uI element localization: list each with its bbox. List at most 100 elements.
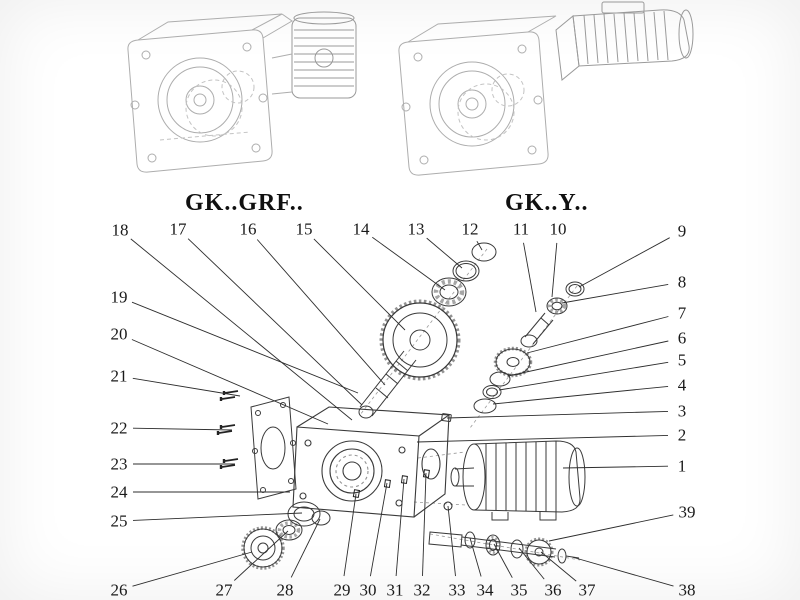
- callout-13: 13: [407, 219, 425, 239]
- callout-10: 10: [549, 219, 567, 239]
- motor-drawing: [555, 1, 694, 81]
- callout-17: 17: [169, 219, 187, 239]
- callout-2: 2: [677, 425, 687, 445]
- seal-ring-9: [565, 281, 585, 297]
- bearing-35: [485, 534, 501, 556]
- gear-37: [524, 537, 554, 567]
- gearbox-drawing-grf: [127, 11, 357, 173]
- pinion-shaft-11: [520, 312, 554, 348]
- leader-line-17: [187, 238, 363, 406]
- callout-8: 8: [677, 272, 687, 292]
- leader-line-38: [571, 556, 674, 587]
- callout-16: 16: [239, 219, 257, 239]
- leader-line-29: [343, 493, 357, 577]
- leader-line-21: [132, 377, 241, 397]
- leader-line-25: [132, 512, 303, 521]
- leader-line-32: [422, 472, 427, 577]
- callout-39: 39: [678, 502, 696, 522]
- callout-6: 6: [677, 328, 687, 348]
- callout-9: 9: [677, 221, 687, 241]
- gearbox-drawing-y: [398, 1, 694, 176]
- callout-14: 14: [352, 219, 370, 239]
- callout-18: 18: [111, 220, 129, 240]
- leader-line-16: [256, 239, 386, 386]
- gear-housing: [292, 406, 451, 518]
- callout-19: 19: [110, 287, 128, 307]
- leader-line-10: [551, 242, 558, 298]
- leader-line-28: [290, 518, 321, 578]
- leader-line-18: [130, 238, 353, 421]
- callout-36: 36: [544, 580, 562, 600]
- callout-23: 23: [110, 454, 128, 474]
- callout-33: 33: [448, 580, 466, 600]
- callout-12: 12: [461, 219, 479, 239]
- bevel-gear-7: [493, 346, 533, 378]
- bearing-14: [431, 277, 467, 307]
- model-label-grf: GK..GRF..: [185, 190, 304, 216]
- input-fin-block: [291, 11, 357, 99]
- bearing-8: [546, 297, 568, 315]
- leader-line-2: [416, 434, 669, 443]
- axis-lines: [359, 248, 581, 561]
- leader-line-22: [132, 427, 233, 431]
- callout-32: 32: [413, 580, 431, 600]
- washer-38: [557, 548, 567, 564]
- leader-line-30: [369, 482, 388, 577]
- snap-ring-12: [471, 242, 497, 262]
- callout-29: 29: [333, 580, 351, 600]
- callout-21: 21: [110, 366, 128, 386]
- leader-line-26: [132, 551, 253, 587]
- output-gear-26: [241, 526, 285, 570]
- callout-24: 24: [110, 482, 128, 502]
- leader-line-13: [426, 237, 463, 269]
- motor-1: [450, 440, 586, 521]
- leader-line-33: [447, 505, 456, 577]
- leader-line-27: [233, 530, 289, 581]
- leader-line-5: [498, 361, 669, 391]
- leader-line-36: [518, 547, 545, 580]
- model-label-y: GK..Y..: [505, 190, 589, 216]
- leader-line-15: [313, 238, 406, 331]
- leader-line-12: [476, 240, 483, 251]
- leader-line-1: [562, 465, 669, 469]
- leader-line-31: [395, 478, 405, 577]
- callout-26: 26: [110, 580, 128, 600]
- callout-3: 3: [677, 401, 687, 421]
- leader-line-19: [131, 301, 359, 394]
- callout-28: 28: [276, 580, 294, 600]
- bearing-5: [482, 385, 502, 399]
- leader-line-39: [548, 514, 674, 542]
- ring-13: [452, 260, 480, 282]
- leader-line-14: [372, 236, 446, 291]
- leader-line-6: [507, 340, 669, 377]
- callout-1: 1: [677, 456, 687, 476]
- callout-25: 25: [110, 511, 128, 531]
- callout-5: 5: [677, 350, 687, 370]
- leader-line-4: [492, 385, 669, 405]
- leader-line-35: [493, 543, 513, 578]
- callout-34: 34: [476, 580, 494, 600]
- callout-4: 4: [677, 375, 687, 395]
- leader-line-37: [540, 551, 577, 582]
- exploded-assembly: [216, 242, 586, 570]
- leader-line-9: [578, 237, 670, 288]
- callout-7: 7: [677, 303, 687, 323]
- callout-31: 31: [386, 580, 404, 600]
- callout-20: 20: [110, 324, 128, 344]
- callout-22: 22: [110, 418, 128, 438]
- leader-line-3: [446, 410, 669, 419]
- shim-4: [473, 398, 497, 414]
- callout-37: 37: [578, 580, 596, 600]
- ring-28: [311, 510, 331, 526]
- leader-line-7: [526, 316, 669, 354]
- leader-line-11: [523, 242, 537, 313]
- callout-15: 15: [295, 219, 313, 239]
- callout-38: 38: [678, 580, 696, 600]
- callout-35: 35: [510, 580, 528, 600]
- callout-11: 11: [512, 219, 530, 239]
- flange-plate-24: [250, 396, 297, 500]
- leader-line-20: [131, 339, 329, 425]
- ring-36: [510, 539, 524, 559]
